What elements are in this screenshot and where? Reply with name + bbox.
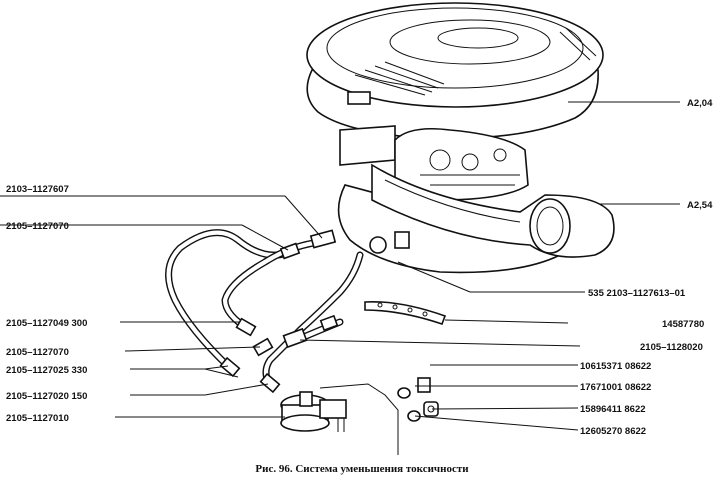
callout-2105-1128020: 2105–1128020 [640, 342, 703, 353]
callout-2105-1127025: 2105–1127025 330 [6, 365, 87, 376]
callout-12605270: 12605270 8622 [580, 426, 646, 437]
valve-assembly [280, 391, 347, 432]
callout-2105-1127020: 2105–1127020 150 [6, 391, 87, 402]
intake-pipe [371, 163, 615, 258]
hose-clamp [364, 300, 447, 326]
callout-2105-1127070-top: 2105–1127070 [6, 221, 69, 232]
fasteners [319, 377, 439, 455]
callout-2105-1127070-bottom: 2105–1127070 [6, 347, 69, 358]
figure-caption: Рис. 96. Система уменьшения токсичности [255, 463, 469, 475]
callout-2105-1127010: 2105–1127010 [6, 413, 69, 424]
callout-2103-1127613-01: 535 2103–1127613–01 [588, 288, 686, 299]
callout-15896411: 15896411 8622 [580, 404, 646, 415]
callout-a204: А2,04 [687, 98, 713, 109]
callout-2105-1127049: 2105–1127049 300 [6, 318, 87, 329]
fittings [219, 229, 410, 394]
callout-17671001: 17671001 08622 [580, 382, 651, 393]
leader-lines [0, 101, 680, 431]
callout-14587780: 14587780 [662, 319, 704, 330]
callout-2103-1127607: 2103–1127607 [6, 184, 69, 195]
hoses [165, 229, 364, 389]
callout-a254: А2,54 [687, 200, 713, 211]
callout-10615371: 10615371 08622 [580, 361, 651, 372]
air-filter-housing [306, 2, 604, 140]
